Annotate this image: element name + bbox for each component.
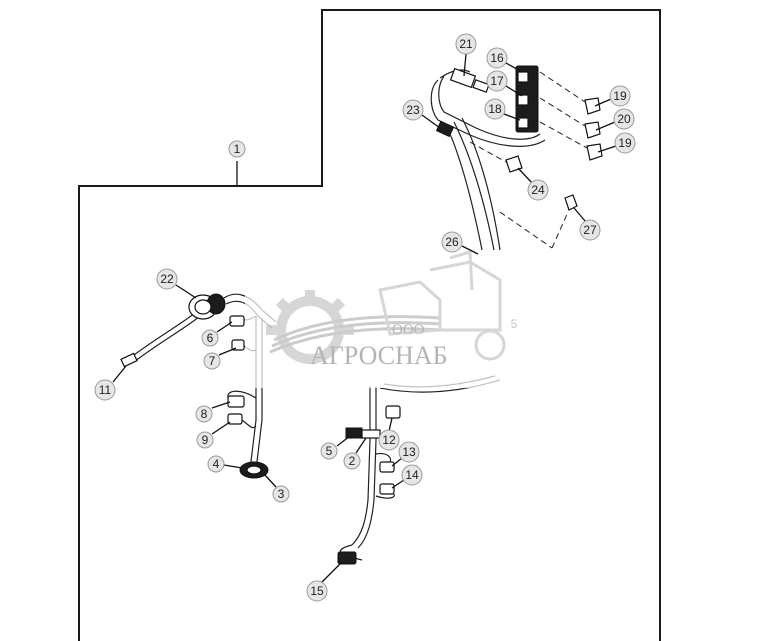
fuse-27 (564, 194, 578, 211)
upper-harness-assembly (430, 65, 603, 251)
svg-text:1: 1 (234, 142, 241, 156)
hidden-callout-5: 5 (511, 317, 518, 331)
callout-23: 23 (402, 99, 424, 121)
callout-18: 18 (484, 98, 506, 120)
svg-text:21: 21 (459, 37, 473, 51)
harness-frame-outline (78, 9, 661, 641)
callout-21: 21 (455, 33, 477, 55)
svg-text:24: 24 (531, 183, 545, 197)
callout-1: 1 (228, 140, 246, 158)
svg-text:3: 3 (278, 487, 285, 501)
callout-9: 9 (196, 431, 214, 449)
relay-19-bottom (586, 143, 603, 161)
svg-text:4: 4 (213, 457, 220, 471)
svg-text:27: 27 (583, 223, 597, 237)
svg-text:2: 2 (349, 454, 356, 468)
relay-19-top (584, 97, 601, 115)
svg-text:12: 12 (382, 433, 396, 447)
clip-2 (361, 429, 381, 439)
connector-13 (379, 461, 395, 473)
leader-lines (112, 53, 617, 583)
callout-22: 22 (156, 268, 178, 290)
svg-text:14: 14 (405, 468, 419, 482)
callout-2: 2 (343, 452, 361, 470)
svg-text:19: 19 (618, 136, 632, 150)
callout-7: 7 (203, 352, 221, 370)
callout-8: 8 (195, 405, 213, 423)
callout-4: 4 (207, 455, 225, 473)
svg-text:16: 16 (490, 51, 504, 65)
connector-14 (379, 483, 395, 495)
svg-text:18: 18 (488, 102, 502, 116)
callout-14: 14 (401, 464, 423, 486)
svg-text:8: 8 (201, 407, 208, 421)
callout-19-bottom: 19 (614, 132, 636, 154)
svg-text:20: 20 (617, 112, 631, 126)
connector-8 (227, 395, 245, 408)
callout-15: 15 (306, 580, 328, 602)
callout-17: 17 (486, 70, 508, 92)
svg-text:19: 19 (613, 89, 627, 103)
svg-text:6: 6 (207, 331, 214, 345)
callout-26: 26 (441, 231, 463, 253)
svg-text:11: 11 (99, 383, 112, 397)
svg-text:9: 9 (202, 433, 209, 447)
svg-text:7: 7 (209, 354, 216, 368)
svg-text:22: 22 (160, 272, 174, 286)
clip-11 (120, 352, 138, 368)
svg-text:13: 13 (402, 445, 416, 459)
svg-text:23: 23 (406, 103, 420, 117)
callout-24: 24 (527, 179, 549, 201)
callout-20: 20 (613, 108, 635, 130)
callout-11: 11 (94, 379, 116, 401)
callout-5: 5 (320, 442, 338, 460)
svg-text:5: 5 (326, 444, 333, 458)
callout-16: 16 (486, 47, 508, 69)
svg-text:26: 26 (445, 235, 459, 249)
watermark-company-name: АГРОСНАБ (310, 341, 448, 370)
clip-23 (435, 120, 455, 138)
connector-6 (229, 315, 245, 327)
connector-12 (385, 405, 401, 419)
connector-15 (337, 551, 357, 565)
agrosnab-watermark: ООО АГРОСНАБ 5 (245, 250, 535, 388)
connector-9 (227, 413, 243, 425)
svg-text:15: 15 (310, 584, 324, 598)
watermark-prefix: ООО (392, 322, 425, 338)
relay-20 (584, 121, 601, 139)
callout-3: 3 (272, 485, 290, 503)
callout-19-top: 19 (609, 85, 631, 107)
combine-harvester-icon (378, 250, 506, 361)
connector-7 (231, 339, 245, 351)
svg-text:17: 17 (490, 74, 504, 88)
callout-6: 6 (201, 329, 219, 347)
callout-27: 27 (579, 219, 601, 241)
callout-12: 12 (378, 429, 400, 451)
callout-13: 13 (398, 441, 420, 463)
connector-21 (449, 67, 477, 89)
